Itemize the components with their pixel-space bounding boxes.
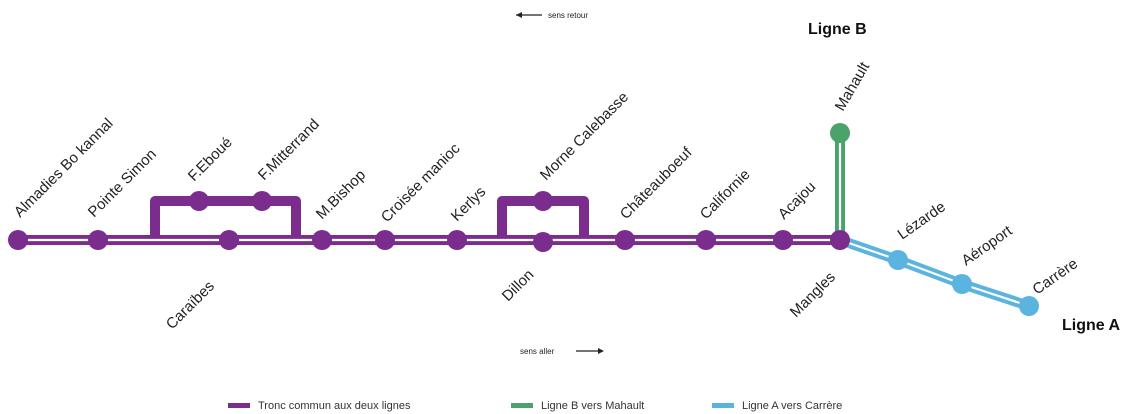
station-label-pointe-simon: Pointe Simon xyxy=(85,146,160,221)
station-label-kerlys: Kerlys xyxy=(448,183,489,224)
station-label-carrere: Carrère xyxy=(1030,255,1081,298)
station-dot-fmitterrand xyxy=(252,191,272,211)
direction-retour-label: sens retour xyxy=(548,11,588,20)
station-label-mangles: Mangles xyxy=(787,269,839,321)
station-dot-pointe-simon xyxy=(88,230,108,250)
direction-aller-label: sens aller xyxy=(520,347,555,356)
ligne-b-title: Ligne B xyxy=(808,21,867,38)
direction-aller: sens aller xyxy=(520,347,604,356)
station-dot-californie xyxy=(696,230,716,250)
station-label-mahault: Mahault xyxy=(832,59,874,114)
ligne-a-title: Ligne A xyxy=(1062,317,1121,334)
station-label-aeroport: Aéroport xyxy=(959,222,1017,269)
station-dot-lezarde xyxy=(888,250,908,270)
station-dot-almadies xyxy=(8,230,28,250)
station-dots xyxy=(8,123,1039,316)
station-dot-kerlys xyxy=(447,230,467,250)
station-dot-carrere xyxy=(1019,296,1039,316)
legend-item-tronc: Tronc commun aux deux lignes xyxy=(228,400,411,412)
station-label-chateauboeuf: Châteauboeuf xyxy=(617,144,696,223)
station-dot-aeroport xyxy=(952,274,972,294)
legend-swatch-ligne-b xyxy=(511,403,533,408)
legend-item-ligne-b: Ligne B vers Mahault xyxy=(511,400,644,412)
legend-label-ligne-a: Ligne A vers Carrère xyxy=(742,400,842,412)
legend: Tronc commun aux deux lignes Ligne B ver… xyxy=(228,400,842,412)
station-label-lezarde: Lézarde xyxy=(895,198,949,243)
station-label-dillon: Dillon xyxy=(499,266,538,305)
station-dot-mahault xyxy=(830,123,850,143)
station-dot-morne-calebasse xyxy=(533,191,553,211)
station-dot-dillon xyxy=(533,232,553,252)
legend-item-ligne-a: Ligne A vers Carrère xyxy=(712,400,842,412)
station-label-caraibes: Caraïbes xyxy=(163,278,218,333)
station-label-morne-calebasse: Morne Calebasse xyxy=(537,89,632,184)
station-dot-mbishop xyxy=(312,230,332,250)
legend-label-ligne-b: Ligne B vers Mahault xyxy=(541,400,644,412)
station-label-fmitterrand: F.Mitterrand xyxy=(255,116,323,184)
legend-swatch-tronc xyxy=(228,403,250,408)
legend-swatch-ligne-a xyxy=(712,403,734,408)
station-dot-mangles xyxy=(830,230,850,250)
station-dot-croisee-manioc xyxy=(375,230,395,250)
station-dot-feboue xyxy=(189,191,209,211)
station-dot-chateauboeuf xyxy=(615,230,635,250)
direction-retour: sens retour xyxy=(516,11,588,20)
ligne-a-track xyxy=(838,235,1031,311)
station-dot-acajou xyxy=(773,230,793,250)
station-dot-caraibes xyxy=(219,230,239,250)
station-label-acajou: Acajou xyxy=(775,178,819,222)
legend-label-tronc: Tronc commun aux deux lignes xyxy=(258,400,411,412)
station-label-mbishop: M.Bishop xyxy=(313,167,369,223)
station-label-feboue: F.Eboué xyxy=(185,134,236,185)
station-label-californie: Californie xyxy=(697,166,754,223)
